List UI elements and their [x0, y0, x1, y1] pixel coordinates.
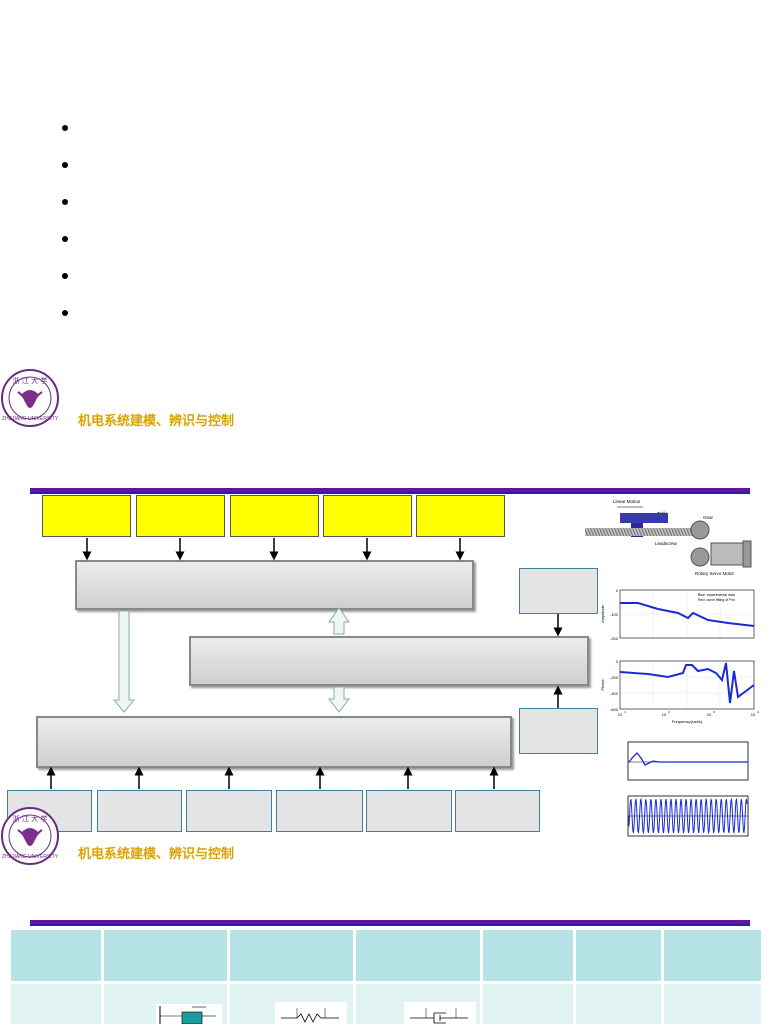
- bullet-point: [62, 310, 68, 316]
- bottom-box: [276, 790, 363, 832]
- table-cell: [483, 984, 573, 1024]
- table-cell: [576, 984, 661, 1024]
- bullet-point: [62, 125, 68, 131]
- sinusoidal-response-plot: [627, 795, 749, 837]
- hollow-arrow-down: [327, 686, 351, 713]
- linear-motion-label: Linear Motion: [613, 499, 641, 504]
- svg-text:10: 10: [618, 712, 623, 717]
- svg-text:ZHEJIANG UNIVERSITY: ZHEJIANG UNIVERSITY: [2, 854, 59, 860]
- table-cell: [664, 984, 761, 1024]
- legend-entry: Red: curve fitting of Pxx: [698, 598, 735, 602]
- control-block: [36, 716, 512, 768]
- bode-plot: Blue: experimental data Red: curve fitti…: [600, 588, 759, 724]
- bottom-box: [455, 790, 540, 832]
- table-cell: [11, 984, 101, 1024]
- phase-label: Phase: [600, 679, 605, 691]
- tick-label: -600: [610, 707, 619, 712]
- tick-label: -100: [610, 612, 619, 617]
- bottom-box: [97, 790, 182, 832]
- bullet-point: [62, 162, 68, 168]
- input-box: [230, 495, 319, 537]
- tick-label: 0: [616, 588, 619, 593]
- identification-block: [189, 636, 589, 686]
- signal-box: [519, 708, 598, 754]
- university-logo-icon: 浙 江 大 学 ZHEJIANG UNIVERSITY: [1, 369, 59, 427]
- mass-element-icon: [156, 1004, 222, 1024]
- tick-label: -200: [610, 636, 619, 641]
- table-header-cell: [664, 930, 761, 981]
- hollow-arrow-up: [328, 607, 350, 635]
- frequency-label: Frequency(rad/s): [672, 719, 703, 724]
- bullet-point: [62, 236, 68, 242]
- svg-text:3: 3: [713, 710, 715, 714]
- phase-curve: [619, 662, 755, 704]
- svg-text:4: 4: [757, 710, 759, 714]
- spring-element-icon: [275, 1002, 347, 1024]
- university-logo-icon: 浙 江 大 学 ZHEJIANG UNIVERSITY: [1, 807, 59, 865]
- input-arrows: [82, 538, 465, 561]
- hollow-arrow-down: [112, 610, 136, 713]
- step-response-plot: [627, 741, 749, 781]
- course-title: 机电系统建模、辨识与控制: [78, 847, 235, 862]
- svg-text:ZHEJIANG UNIVERSITY: ZHEJIANG UNIVERSITY: [2, 416, 59, 422]
- feedback-arrows: [46, 766, 499, 789]
- svg-text:浙 江 大 学: 浙 江 大 学: [13, 814, 48, 823]
- tick-label: -200: [610, 675, 619, 680]
- svg-text:10: 10: [751, 712, 756, 717]
- bullet-point: [62, 273, 68, 279]
- amplitude-label: Amplitude: [600, 604, 605, 623]
- table-header-cell: [483, 930, 573, 981]
- bullet-point: [62, 199, 68, 205]
- table-header-cell: [230, 930, 353, 981]
- x-tick-labels: 10 10 10 10 1 2 3 4: [618, 710, 759, 717]
- table-header-cell: [356, 930, 480, 981]
- input-box: [416, 495, 505, 537]
- input-box: [42, 495, 131, 537]
- table-header-cell: [576, 930, 661, 981]
- title-bar: [30, 920, 750, 926]
- svg-text:1: 1: [624, 710, 626, 714]
- tick-label: -400: [610, 691, 619, 696]
- svg-text:2: 2: [668, 710, 670, 714]
- bottom-box: [366, 790, 452, 832]
- gear-label: Gear: [703, 515, 714, 520]
- motor-label: Rotary Servo Motor: [695, 571, 735, 576]
- amplitude-curve: [620, 602, 755, 627]
- input-box: [136, 495, 225, 537]
- title-bar: [30, 488, 750, 494]
- svg-text:10: 10: [707, 712, 712, 717]
- table-header-cell: [11, 930, 101, 981]
- sine-wave: [628, 797, 748, 835]
- course-title: 机电系统建模、辨识与控制: [78, 414, 235, 429]
- svg-text:10: 10: [662, 712, 667, 717]
- model-block: [75, 560, 474, 610]
- svg-text:浙 江 大 学: 浙 江 大 学: [13, 376, 48, 385]
- leadscrew-system-image: Linear Motion Table Gear Leadscrew Rotar…: [585, 499, 752, 576]
- bottom-box: [186, 790, 272, 832]
- legend-entry: Blue: experimental data: [698, 593, 735, 597]
- tick-label: 0: [616, 659, 619, 664]
- input-box: [323, 495, 412, 537]
- data-box: [519, 568, 598, 614]
- table-header-cell: [104, 930, 227, 981]
- damper-element-icon: [404, 1002, 476, 1024]
- leadscrew-label: Leadscrew: [655, 541, 678, 546]
